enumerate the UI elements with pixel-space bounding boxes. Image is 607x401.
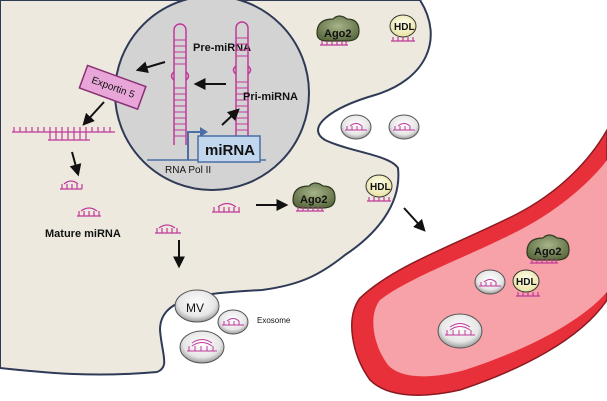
transcription-start-arrow [187, 131, 202, 160]
ago2-label-cytoplasm: Ago2 [300, 194, 328, 206]
pri-mirna-label: Pri-miRNA [243, 91, 298, 103]
hdl-label-membrane: HDL [370, 182, 391, 193]
hdl-label-blood: HDL [516, 277, 537, 288]
ago2-label-top: Ago2 [324, 28, 352, 40]
arrow-to-blood [403, 207, 426, 232]
ago2-label-blood: Ago2 [534, 246, 562, 258]
mv-vesicle [174, 289, 220, 323]
mirna-gene-box [197, 135, 261, 163]
vesicle-blood-2 [437, 313, 483, 349]
arrow-exportin-to-cytoplasm [82, 101, 105, 126]
exportin-5 [78, 64, 147, 111]
vesicle-blood-1 [474, 269, 506, 295]
arrow-duplex-to-mature [69, 151, 82, 177]
mirna-duplex-3 [155, 224, 181, 234]
ago2-complex-cytoplasm [292, 182, 336, 209]
mirna-duplex-4 [212, 202, 240, 213]
large-vesicle [179, 330, 225, 364]
mirna-duplex-1 [60, 180, 83, 190]
exosome-label: Exosome [257, 316, 291, 325]
mv-label: MV [186, 301, 204, 315]
arrow-pre-to-exportin [135, 61, 166, 74]
vesicle-pocket-2 [388, 114, 420, 140]
hdl-label-top: HDL [394, 22, 415, 33]
hdl-blood [512, 269, 540, 293]
rna-pol-label: RNA Pol II [165, 165, 211, 176]
vesicle-pocket-1 [340, 114, 372, 140]
mirna-duplex-2 [77, 207, 101, 217]
ago2-complex-top [316, 15, 360, 42]
exosome-1 [217, 309, 249, 335]
arrow-gene-to-pri [221, 108, 240, 126]
mature-mirna-label: Mature miRNA [45, 228, 121, 240]
blood-vessel-lumen [373, 160, 607, 377]
cytoplasmic-duplex [12, 127, 115, 141]
pre-mirna-hairpin [170, 23, 190, 145]
mirna-gene-label: miRNA [205, 142, 255, 159]
ago2-complex-blood [526, 234, 570, 261]
